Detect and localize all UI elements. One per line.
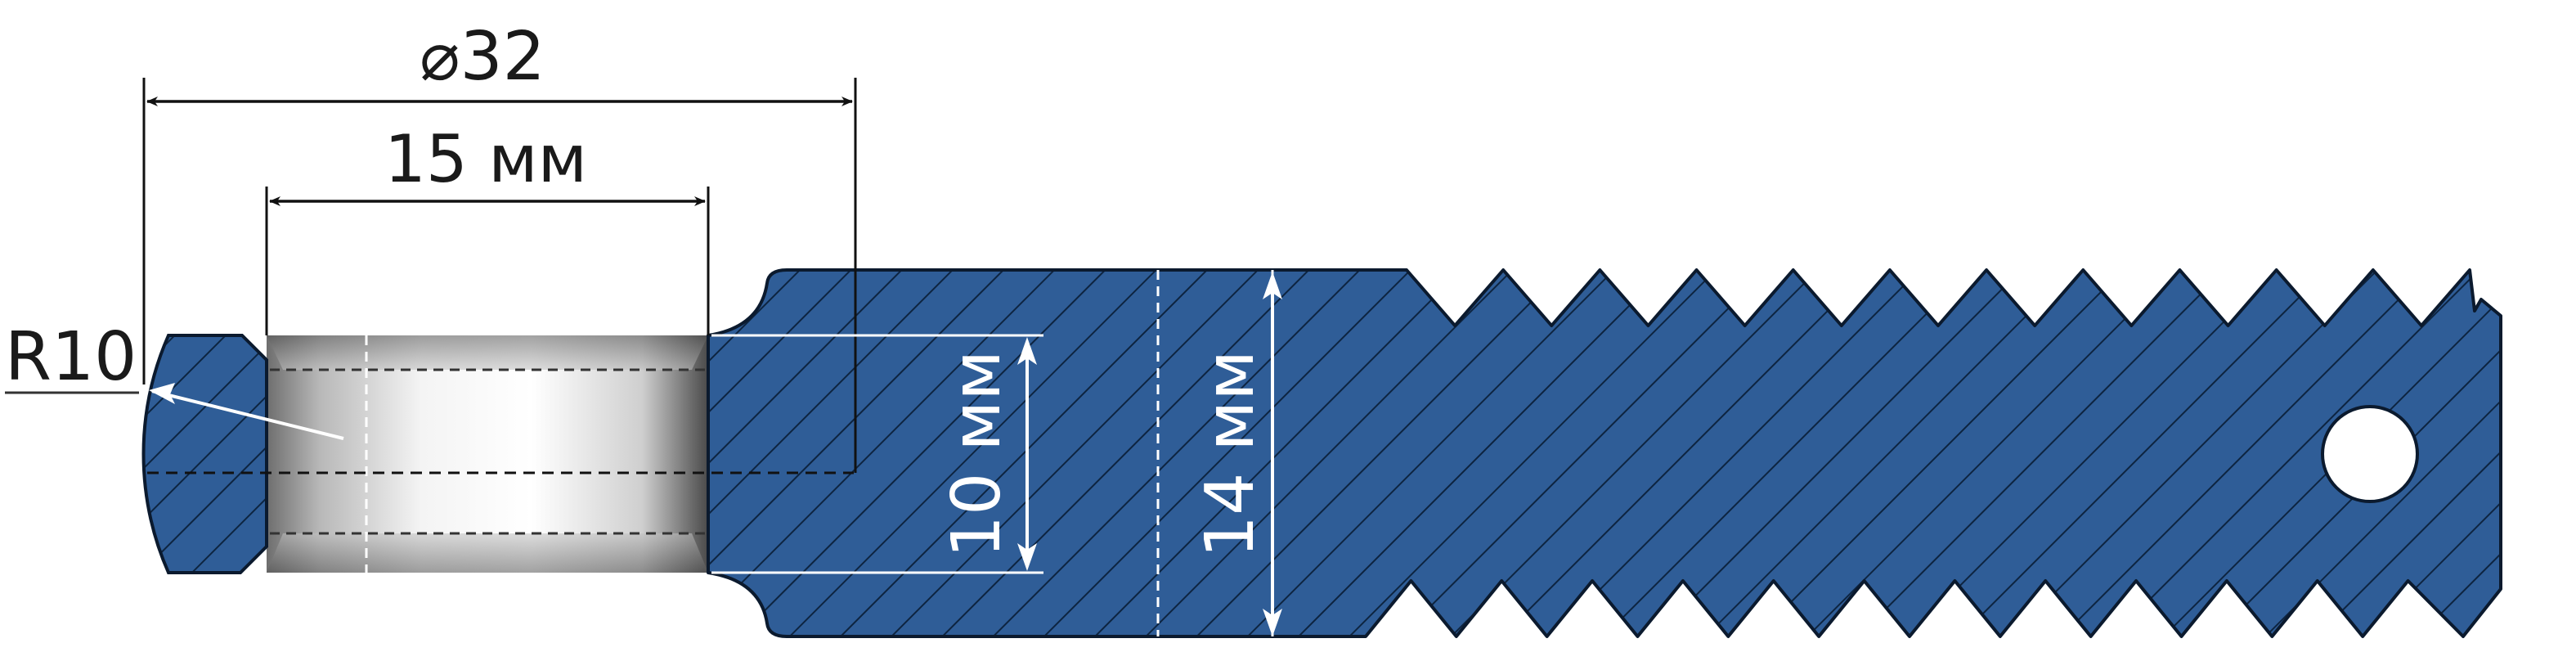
bore-width-label: 15 мм [384, 121, 587, 197]
dimension-body-height: 14 мм [1192, 272, 1282, 636]
body-arrow-bottom [1263, 609, 1282, 636]
radius-label: R10 [5, 318, 137, 396]
dimension-radius: R10 [5, 318, 344, 440]
dimension-neck-height: 10 мм [711, 334, 1043, 574]
bore-chamfer-bottom [267, 533, 708, 573]
bore [267, 335, 708, 573]
body-height-label: 14 мм [1192, 350, 1269, 558]
ring-end-cap [141, 334, 268, 574]
neck-arrow-bottom [1017, 543, 1037, 571]
outer-diameter-label: ⌀32 [420, 18, 545, 96]
bore-chamfer-top [267, 335, 708, 370]
rack-body [707, 268, 2502, 638]
mounting-hole [2321, 405, 2419, 503]
dimension-outer-diameter: ⌀32 [142, 18, 857, 473]
radius-leader-arrow [149, 383, 175, 404]
dimension-bore-width: 15 мм [265, 121, 710, 335]
body-arrow-top [1263, 272, 1282, 299]
neck-height-label: 10 мм [938, 350, 1016, 558]
radius-leader-line [151, 389, 344, 440]
neck-arrow-top [1017, 337, 1037, 365]
